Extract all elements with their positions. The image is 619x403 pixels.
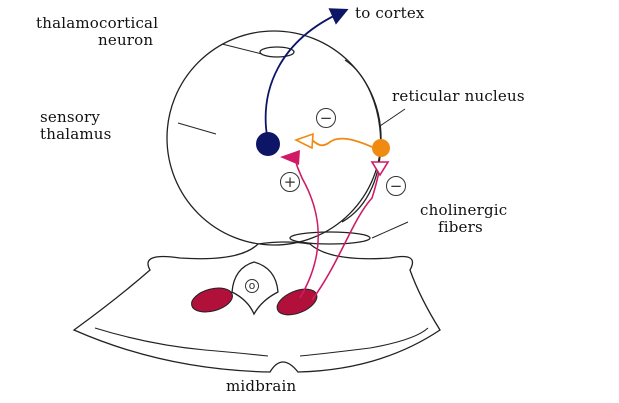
label-midbrain: midbrain xyxy=(226,378,296,394)
midbrain-nucleus-left xyxy=(189,284,235,316)
label-reticular-nucleus: reticular nucleus xyxy=(392,88,525,104)
label-to-cortex: to cortex xyxy=(355,5,425,21)
label-neuron: neuron xyxy=(98,32,153,48)
label-thalamocortical: thalamocortical xyxy=(36,15,158,31)
label-sensory: sensory xyxy=(40,109,100,125)
inhibitory-sign-right: − xyxy=(386,176,406,196)
reticular-nucleus-outline xyxy=(342,60,381,222)
sensory-thalamus-leader xyxy=(178,123,216,134)
reticular-nucleus-leader xyxy=(380,109,405,126)
label-cholinergic: cholinergic xyxy=(420,202,507,218)
thalamocortical-leader xyxy=(222,44,262,54)
thalamocortical-neuron xyxy=(256,132,280,156)
midbrain-center-mark: o xyxy=(245,279,259,293)
inhibitory-sign-top: − xyxy=(316,108,336,128)
label-fibers: fibers xyxy=(438,219,483,235)
inhibitory-terminal-thalamocortical xyxy=(296,134,313,148)
inhibitory-terminal-reticular xyxy=(372,162,388,175)
excitatory-terminal xyxy=(280,150,300,165)
reticular-axon xyxy=(312,139,372,147)
midbrain-outline xyxy=(74,242,440,372)
excitatory-sign: + xyxy=(280,172,300,192)
cholinergic-bundle xyxy=(290,232,370,244)
label-thalamus: thalamus xyxy=(40,126,112,142)
midbrain-inner-line-left xyxy=(95,328,268,356)
midbrain-inner-line-right xyxy=(300,328,428,356)
midbrain-nucleus-right xyxy=(273,284,320,320)
cholinergic-leader xyxy=(372,222,408,238)
reticular-neuron xyxy=(372,139,390,157)
